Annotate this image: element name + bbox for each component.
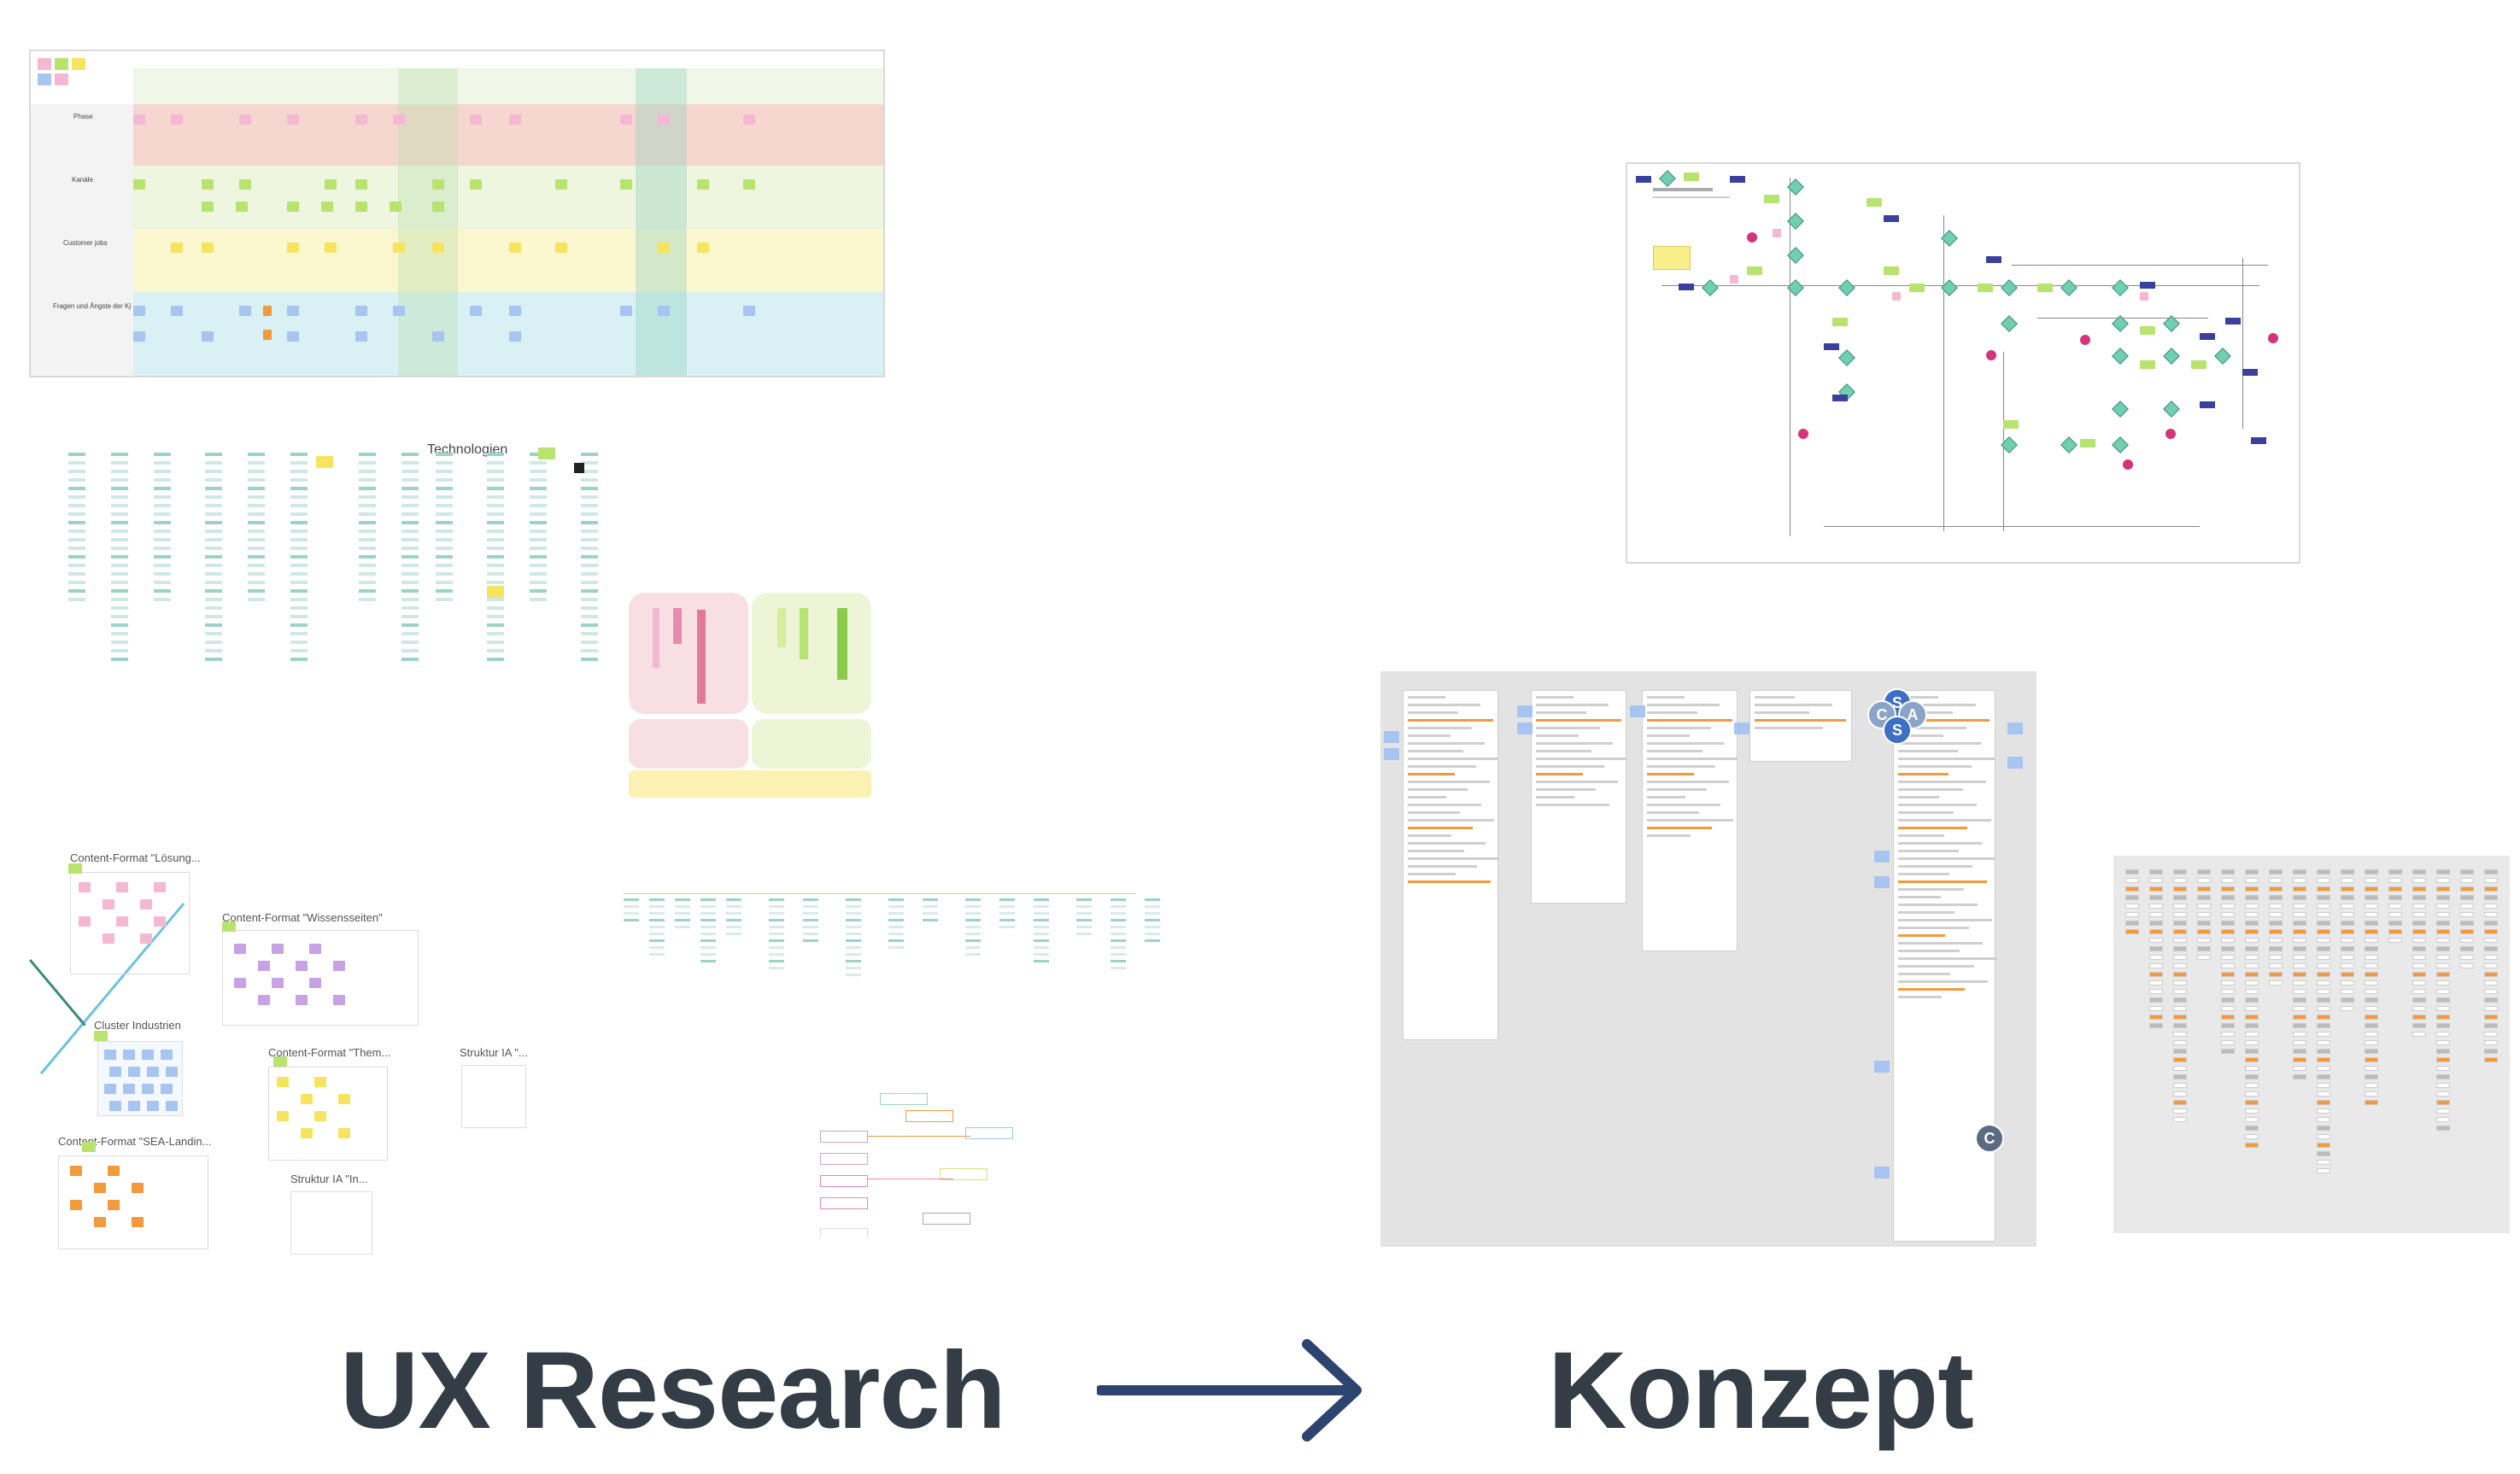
group-pink-cluster[interactable]	[629, 593, 748, 714]
wireframes-board[interactable]: S C A S C	[1380, 671, 2037, 1247]
heading-konzept: Konzept	[1548, 1330, 1974, 1452]
group-bottom-pink[interactable]	[629, 719, 748, 769]
collaborator-avatar-c-1[interactable]: C	[1867, 700, 1896, 729]
collaborator-avatar-c-2[interactable]: C	[1975, 1124, 2004, 1153]
lane-label-customer-jobs: Customer jobs	[63, 239, 108, 247]
group-green-cluster[interactable]	[752, 593, 871, 714]
group-bottom-green[interactable]	[752, 719, 871, 769]
collaborator-avatar-s-2[interactable]: S	[1883, 716, 1912, 745]
cluster-title-struktur-ia-2: Struktur IA "In...	[290, 1173, 368, 1185]
cluster-title-content-them: Content-Format "Them...	[268, 1046, 391, 1059]
customer-journey-board[interactable]: Phase Kanäle Customer jobs Fragen und Än…	[29, 50, 885, 377]
technology-lists-board[interactable]: Technologien	[34, 418, 615, 752]
timeline-board[interactable]	[598, 845, 1196, 1016]
lane-label-kanaele: Kanäle	[72, 176, 93, 184]
cluster-title-struktur-ia-1: Struktur IA "...	[460, 1046, 528, 1059]
user-flow-diagram[interactable]	[1626, 162, 2300, 564]
group-bottom-yellow[interactable]	[629, 770, 871, 798]
cluster-title-content-sea: Content-Format "SEA-Landin...	[58, 1135, 212, 1148]
lane-label-fragen: Fragen und Ängste der Kj	[53, 302, 132, 310]
content-format-board[interactable]: Content-Format "Lösung... Content-Format…	[29, 833, 542, 1260]
cluster-title-industrien: Cluster Industrien	[94, 1019, 181, 1032]
lane-label-phase: Phase	[73, 113, 93, 120]
sitemap-board[interactable]	[2113, 856, 2510, 1233]
ia-tree-board[interactable]	[794, 1076, 1025, 1238]
heading-ux-research: UX Research	[340, 1330, 1006, 1452]
cluster-title-content-wissen: Content-Format "Wissensseiten"	[222, 911, 383, 924]
cluster-title-content-losung: Content-Format "Lösung...	[70, 851, 201, 864]
arrow-right-icon	[1097, 1339, 1362, 1442]
